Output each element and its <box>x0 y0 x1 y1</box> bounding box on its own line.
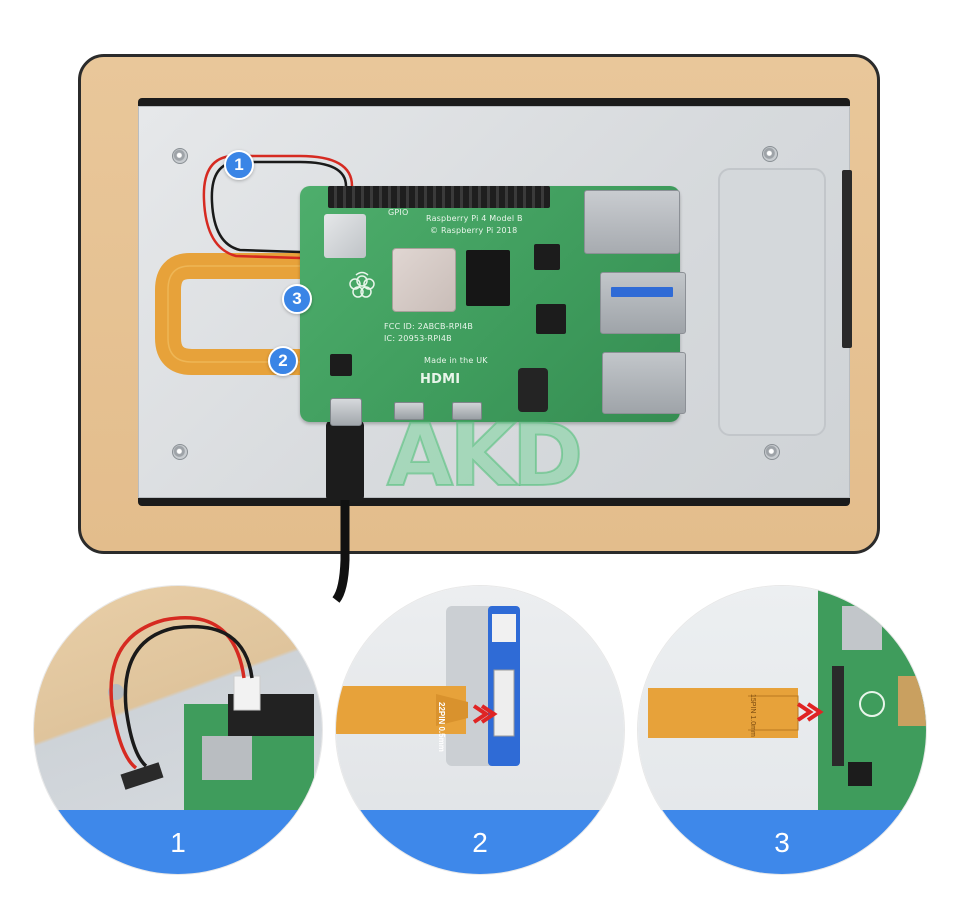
akd-watermark: AKD <box>386 406 585 506</box>
usbc-power-port <box>330 398 362 426</box>
usb-controller-chip <box>536 304 566 334</box>
small-chip <box>534 244 560 270</box>
screw-bottom-right <box>764 444 780 460</box>
ic-id-text: IC: 20953-RPI4B <box>384 334 452 343</box>
raspberry-logo-icon <box>349 271 375 298</box>
micro-hdmi-port-1 <box>452 402 482 420</box>
wifi-shield <box>324 214 366 258</box>
callout-3: 3 <box>282 284 312 314</box>
ribbon-22pin-detail-illustration <box>336 606 520 766</box>
micro-hdmi-port-0 <box>394 402 424 420</box>
red-power-wire <box>202 154 354 260</box>
callout-2: 2 <box>268 346 298 376</box>
detail-1-number: 1 <box>170 827 186 858</box>
detail-circle-2: 22PIN 0.5mm 2 <box>336 586 624 874</box>
hdmi-logo: HDMI <box>420 372 461 387</box>
screw-top-left <box>172 148 188 164</box>
detail-3-number: 3 <box>774 827 790 858</box>
screw-bottom-left <box>172 444 188 460</box>
usbc-cable <box>332 500 350 603</box>
black-power-wire <box>210 160 348 254</box>
side-connector-tab <box>842 170 852 348</box>
detail-circle-3: 15PIN 1.0mm 3 <box>638 586 926 874</box>
ribbon-15pin-detail-illustration <box>648 586 926 816</box>
detail-1-band <box>34 810 322 874</box>
ram-chip <box>466 250 510 306</box>
screw-top-right <box>762 146 778 162</box>
callout-1: 1 <box>224 150 254 180</box>
board-model-text: Raspberry Pi 4 Model B <box>426 214 523 223</box>
detail-2-cable-label: 22PIN 0.5mm <box>437 702 446 752</box>
audio-jack <box>518 368 548 412</box>
detail-3-band <box>638 810 926 874</box>
plate-recess <box>718 168 826 436</box>
gpio-label: GPIO <box>388 208 409 217</box>
detail-circle-1: 1 <box>34 586 322 874</box>
fcc-id-text: FCC ID: 2ABCB-RPI4B <box>384 322 474 331</box>
pmic-chip <box>330 354 352 376</box>
detail-3-cable-label: 15PIN 1.0mm <box>749 694 756 737</box>
usb3-blue-tongue <box>611 287 673 297</box>
gpio-header <box>328 186 550 208</box>
board-copyright-text: © Raspberry Pi 2018 <box>430 226 518 235</box>
detail-2-number: 2 <box>472 827 488 858</box>
soc-chip <box>392 248 456 312</box>
usb3-port <box>600 272 686 334</box>
usb2-port <box>602 352 686 414</box>
power-wire-detail-illustration <box>108 615 314 824</box>
made-in-text: Made in the UK <box>424 356 488 365</box>
ethernet-port <box>584 190 680 254</box>
detail-2-band <box>336 810 624 874</box>
usbc-plug <box>326 420 364 502</box>
